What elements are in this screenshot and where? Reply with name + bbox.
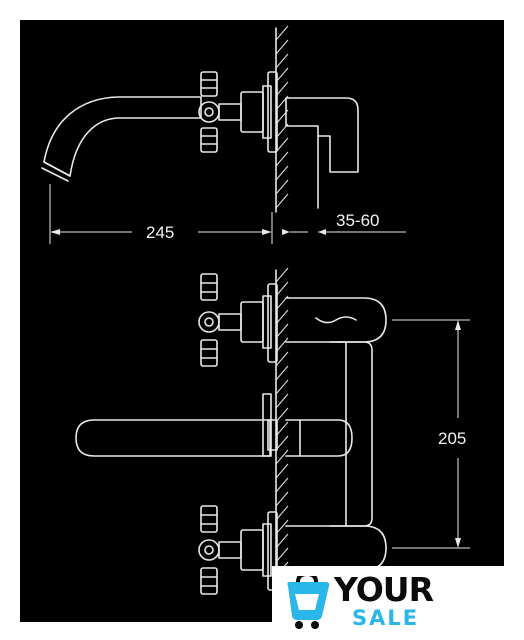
cross-handle-side [198,71,242,153]
spout-outline [43,96,202,177]
upper-valve [198,273,387,367]
spout-front [75,393,353,457]
dimension-label-35-60: 35-60 [336,211,379,230]
brand-logo: YOUR SALE [272,566,504,640]
dimension-205: 205 [392,319,470,549]
dimension-label-205: 205 [438,429,466,448]
dimension-35-60: 35-60 [282,211,406,235]
wall-hatch-bottom [275,267,289,591]
front-view: 205 [75,267,470,595]
in-wall-body [285,97,359,173]
wall-hatch-top [275,25,289,213]
dimension-245: 245 [49,184,273,244]
technical-drawing: 245 35-60 [20,20,504,622]
dimension-label-245: 245 [146,223,174,242]
logo-text-sale: SALE [352,606,420,630]
logo-text-your: YOUR [334,570,434,609]
lower-valve [198,505,387,595]
connecting-pipe [329,341,347,527]
side-view: 245 35-60 [41,25,406,244]
shopping-cart-icon [287,576,330,629]
